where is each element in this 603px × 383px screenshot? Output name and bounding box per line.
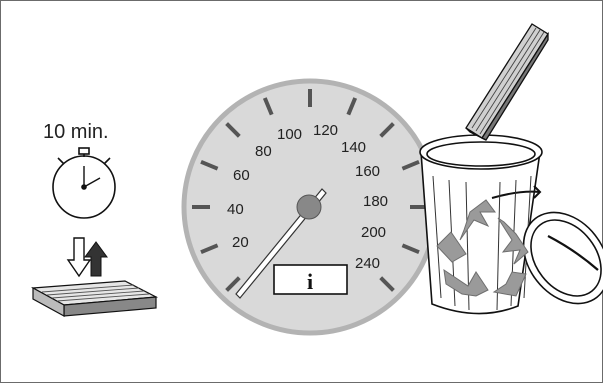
tick-label-240: 240 (355, 255, 380, 272)
recycle-bin-icon (419, 134, 603, 315)
speedometer-tick (225, 276, 241, 292)
tick-label-180: 180 (363, 193, 388, 210)
speedometer-tick (200, 243, 219, 255)
recycle-symbol-icon (436, 199, 529, 297)
speedometer-tick (262, 97, 274, 116)
timer-label: 10 min. (43, 121, 109, 143)
tick-label-20: 20 (232, 234, 249, 251)
tick-label-140: 140 (341, 139, 366, 156)
speedometer-tick-marks (192, 89, 428, 292)
speedometer: 20 40 60 80 100 120 140 160 180 200 240 … (181, 78, 439, 336)
speedometer-tick (379, 276, 395, 292)
tick-label-60: 60 (233, 167, 250, 184)
used-filter-icon (465, 23, 549, 141)
speedometer-tick (200, 159, 219, 171)
speedometer-tick (401, 243, 420, 255)
speedometer-tick (225, 122, 241, 138)
stopwatch-icon (52, 147, 116, 219)
speedometer-needle (235, 188, 327, 299)
speedometer-tick (379, 122, 395, 138)
speedometer-tick (346, 97, 358, 116)
tick-label-160: 160 (355, 163, 380, 180)
tick-label-40: 40 (227, 201, 244, 218)
tick-label-100: 100 (277, 126, 302, 143)
info-icon: i (273, 264, 348, 295)
air-flow-arrows-icon (66, 237, 108, 278)
cabin-filter-icon (30, 280, 159, 318)
tick-label-120: 120 (313, 122, 338, 139)
tick-label-80: 80 (255, 143, 272, 160)
speedometer-tick (401, 159, 420, 171)
info-symbol: i (307, 269, 313, 294)
tick-label-200: 200 (361, 224, 386, 241)
